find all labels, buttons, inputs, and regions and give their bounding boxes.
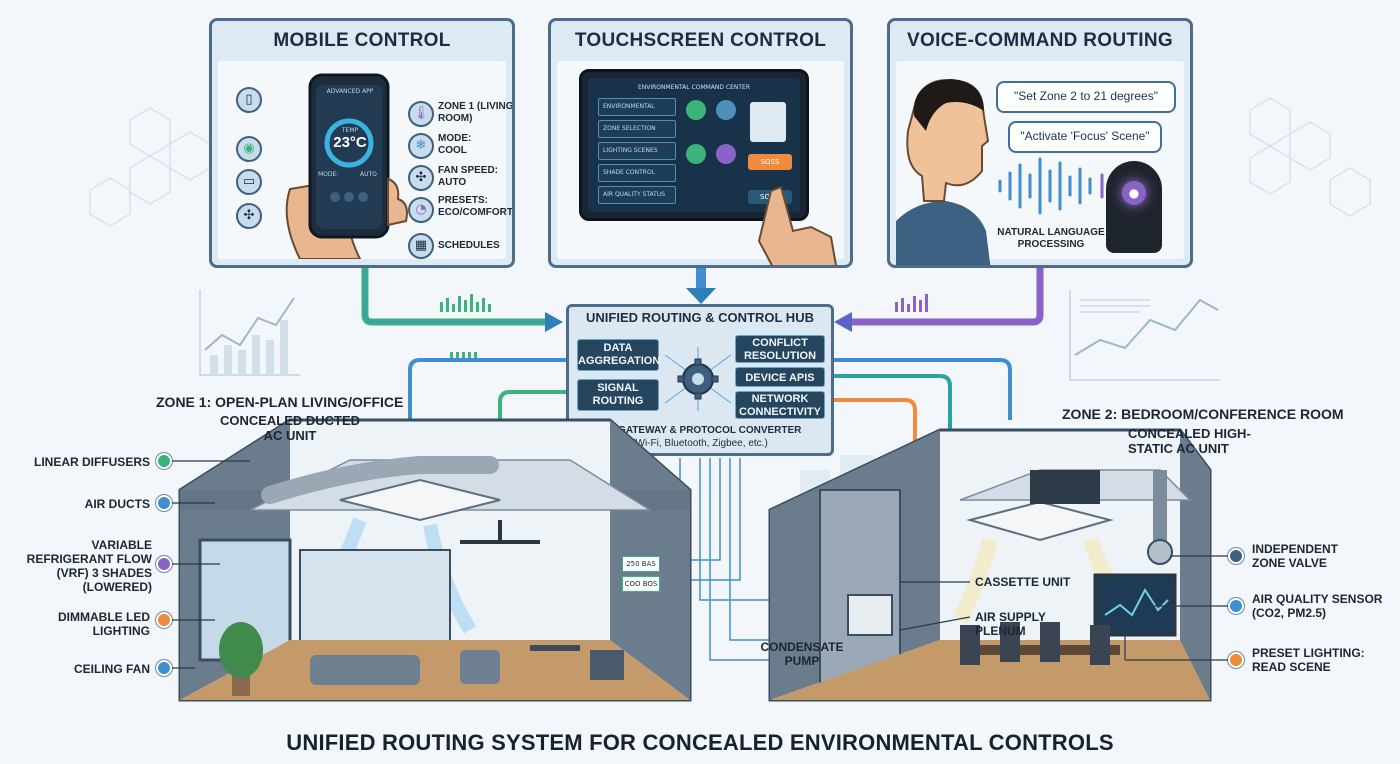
cassette-unit-label: CASSETTE UNIT xyxy=(975,575,1071,589)
soss-button[interactable]: SOSS xyxy=(748,154,792,170)
tile-icon-3[interactable] xyxy=(686,144,706,164)
zone1-living-room-label: ZONE 1 (LIVING ROOM) xyxy=(438,101,514,124)
zone1-title: ZONE 1: OPEN-PLAN LIVING/OFFICE xyxy=(156,394,404,410)
screen-title: ENVIRONMENTAL COMMAND CENTER xyxy=(637,84,751,91)
app-name: ADVANCED APP xyxy=(326,88,374,95)
person-silhouette xyxy=(896,79,991,265)
mobile-control-title: MOBILE CONTROL xyxy=(273,30,451,51)
slider-panel[interactable] xyxy=(750,102,786,142)
air-ducts-marker[interactable] xyxy=(156,495,172,511)
pointing-hand-illustration xyxy=(757,185,837,265)
thermometer-icon: 🌡 xyxy=(408,101,434,127)
monitor-icon: ▭ xyxy=(236,169,262,195)
fan-small-icon: ✣ xyxy=(236,203,262,229)
gear-icon xyxy=(664,347,732,411)
tile-icon-4[interactable] xyxy=(716,144,736,164)
tile-icon-1[interactable] xyxy=(686,100,706,120)
menu-lighting-scenes[interactable]: LIGHTING SCENES xyxy=(598,142,676,160)
touchscreen-panel-body: ENVIRONMENTAL COMMAND CENTER ENVIRONMENT… xyxy=(557,61,844,265)
temperature-readout[interactable]: 23°C xyxy=(333,134,367,151)
preset-lighting-marker[interactable] xyxy=(1228,652,1244,668)
voice-panel-body: "Set Zone 2 to 21 degrees" "Activate 'Fo… xyxy=(896,61,1184,265)
zone1-room-illustration xyxy=(178,418,692,702)
dimmable-led-label: DIMMABLE LED LIGHTING xyxy=(58,610,150,638)
microphone-icon: ● xyxy=(1122,181,1146,205)
zone2-unit-label: CONCEALED HIGH-STATIC AC UNIT xyxy=(1128,426,1251,456)
smartphone-illustration xyxy=(285,73,408,259)
zone2-title: ZONE 2: BEDROOM/CONFERENCE ROOM xyxy=(1062,406,1344,422)
device-tag-coobos[interactable]: COO BOS xyxy=(622,576,660,592)
hub-gateway-label: IOT GATEWAY & PROTOCOL CONVERTER xyxy=(598,425,802,436)
mode-value[interactable]: AUTO xyxy=(360,171,377,178)
bulb-icon: ◉ xyxy=(236,136,262,162)
presets-label: PRESETS: ECO/COMFORT xyxy=(438,195,513,218)
smart-speaker: ● xyxy=(1106,161,1162,253)
vrf-shades-marker[interactable] xyxy=(156,556,172,572)
tablet-screen: ENVIRONMENTAL COMMAND CENTER ENVIRONMENT… xyxy=(588,78,800,212)
ceiling-fan-label: CEILING FAN xyxy=(73,662,150,676)
menu-air-quality[interactable]: AIR QUALITY STATUS xyxy=(598,186,676,204)
air-ducts-label: AIR DUCTS xyxy=(84,497,150,511)
fan-icon: ✣ xyxy=(408,165,434,191)
air-quality-sensor-label: AIR QUALITY SENSOR (CO2, PM2.5) xyxy=(1252,592,1383,620)
voice-bubble-set-zone: "Set Zone 2 to 21 degrees" xyxy=(996,81,1176,113)
ceiling-fan-marker[interactable] xyxy=(156,660,172,676)
mobile-control-panel: MOBILE CONTROL ▯ ◉ ▭ ✣ ADVANCED APP TEMP… xyxy=(209,18,515,268)
temp-label: TEMP xyxy=(341,127,359,134)
device-tag-250bas[interactable]: 250 BAS xyxy=(622,556,660,572)
control-hub: UNIFIED ROUTING & CONTROL HUB DATA AGGRE… xyxy=(566,304,834,456)
linear-diffusers-marker[interactable] xyxy=(156,453,172,469)
nlp-label: NATURAL LANGUAGE PROCESSING xyxy=(997,227,1105,250)
hub-conflict-resolution[interactable]: CONFLICT RESOLUTION xyxy=(735,335,825,363)
mode-cool-label: MODE: COOL xyxy=(438,133,472,156)
phone-icon: ▯ xyxy=(236,87,262,113)
dimmable-led-marker[interactable] xyxy=(156,612,172,628)
voice-bubble-focus-scene: "Activate 'Focus' Scene" xyxy=(1008,121,1162,153)
touchscreen-control-title: TOUCHSCREEN CONTROL xyxy=(574,30,827,51)
condensate-pump-label: CONDENSATE PUMP xyxy=(760,640,844,668)
fan-speed-label: FAN SPEED: AUTO xyxy=(438,165,499,188)
snowflake-icon: ❄ xyxy=(408,133,434,159)
mode-label: MODE: xyxy=(318,171,339,178)
vrf-shades-label: VARIABLE REFRIGERANT FLOW (VRF) 3 SHADES… xyxy=(26,538,152,594)
voice-command-panel: VOICE-COMMAND ROUTING "Set Zone 2 to 21 … xyxy=(887,18,1193,268)
zone-valve-marker[interactable] xyxy=(1228,548,1244,564)
zone-valve-label: INDEPENDENT ZONE VALVE xyxy=(1252,542,1339,570)
mobile-panel-body: ▯ ◉ ▭ ✣ ADVANCED APP TEMP 23°C MODE: AUT… xyxy=(218,61,512,259)
sound-wave-icon xyxy=(998,157,1114,215)
menu-zone-selection[interactable]: ZONE SELECTION xyxy=(598,120,676,138)
menu-environmental[interactable]: ENVIRONMENTAL xyxy=(598,98,676,116)
tile-icon-2[interactable] xyxy=(716,100,736,120)
air-supply-plenum-label: AIR SUPPLY PLENUM xyxy=(975,610,1046,638)
schedules-label: SCHEDULES xyxy=(438,240,500,251)
touchscreen-control-panel: TOUCHSCREEN CONTROL ENVIRONMENTAL COMMAN… xyxy=(548,18,853,268)
preset-lighting-label: PRESET LIGHTING: READ SCENE xyxy=(1252,646,1365,674)
hub-protocols-label: (Wi-Fi, Bluetooth, Zigbee, etc.) xyxy=(632,438,768,449)
menu-shade-control[interactable]: SHADE CONTROL xyxy=(598,164,676,182)
air-quality-sensor-marker[interactable] xyxy=(1228,598,1244,614)
hub-network-connectivity[interactable]: NETWORK CONNECTIVITY xyxy=(735,391,825,419)
calendar-icon: ▦ xyxy=(408,233,434,259)
diagram-title: UNIFIED ROUTING SYSTEM FOR CONCEALED ENV… xyxy=(286,730,1114,755)
hub-signal-routing[interactable]: SIGNAL ROUTING xyxy=(577,379,659,411)
voice-command-title: VOICE-COMMAND ROUTING xyxy=(907,30,1173,51)
hub-data-aggregation[interactable]: DATA AGGREGATION xyxy=(577,339,660,371)
hub-title: UNIFIED ROUTING & CONTROL HUB xyxy=(586,310,814,325)
linear-diffusers-label: LINEAR DIFFUSERS xyxy=(33,455,150,469)
zone1-unit-label: CONCEALED DUCTED AC UNIT xyxy=(219,413,361,443)
hub-device-apis[interactable]: DEVICE APIS xyxy=(735,367,825,387)
preset-dial-icon: ◔ xyxy=(408,197,434,223)
zone2-room-illustration xyxy=(768,428,1212,702)
